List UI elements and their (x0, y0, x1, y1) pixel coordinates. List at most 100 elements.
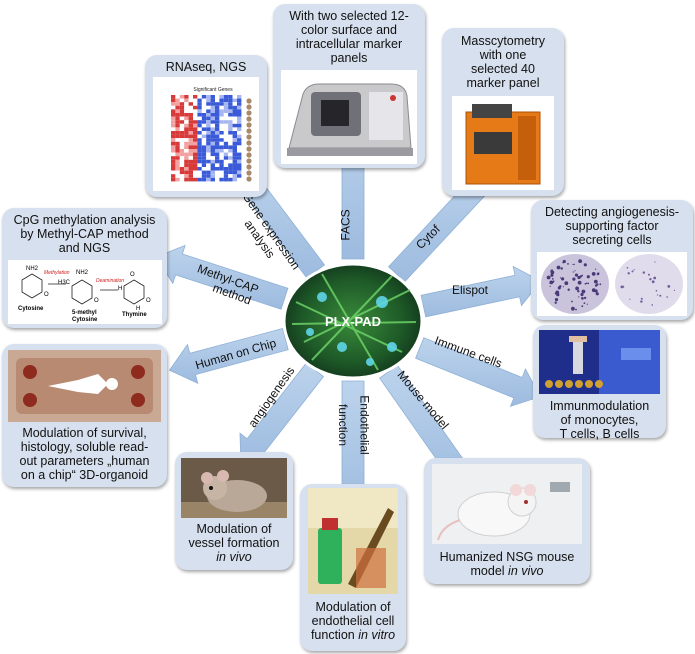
heatmap-cell (237, 138, 242, 142)
heatmap-cell (228, 102, 233, 106)
angio-factor-text: Detecting angiogenesis- supporting facto… (533, 205, 691, 247)
heatmap-cell (219, 116, 224, 121)
heatmap-cell (237, 134, 242, 139)
heatmap-cell (210, 174, 215, 178)
elispot-spot (549, 285, 551, 287)
elispot-spot (629, 298, 631, 300)
heatmap-cell (175, 98, 180, 103)
endo-line-3-pre: function (310, 628, 359, 642)
heatmap-cell (223, 98, 229, 103)
heatmap-cell (223, 152, 229, 157)
chip-image (8, 350, 161, 422)
panel-endo: Modulation of endothelial cell function … (300, 484, 406, 651)
elispot-spot (575, 308, 577, 311)
heatmap-cell (210, 98, 215, 103)
heatmap-cell (232, 138, 237, 142)
elispot-spot (580, 261, 582, 263)
angio-factor-line-3: secreting cells (572, 233, 652, 247)
heatmap-cell (237, 120, 242, 124)
heatmap-cell (188, 167, 193, 171)
heatmap-cell (237, 152, 242, 157)
heatmap-cell (219, 170, 224, 175)
heatmap-cell (219, 159, 224, 164)
heatmap-cell (197, 156, 202, 160)
heatmap-cell (188, 174, 193, 178)
heatmap-cell (228, 159, 233, 164)
heatmap-cell (215, 134, 220, 139)
angio-factor-line-1: Detecting angiogenesis- (544, 205, 680, 219)
elispot-spot (561, 277, 565, 281)
heatmap-cell (201, 156, 207, 160)
heatmap-cell (237, 98, 242, 103)
heatmap-cell (219, 109, 224, 113)
heatmap-dot (246, 158, 252, 164)
elispot-spot (572, 271, 574, 273)
heatmap-cell (201, 141, 207, 146)
heatmap-cell (184, 145, 189, 149)
cpg-o-d: O (146, 298, 151, 304)
heatmap-cell (232, 123, 237, 128)
vessel-text: Modulation of vessel formation in vivo (177, 522, 291, 564)
elispot-spot (622, 285, 625, 288)
heatmap-cell (184, 131, 189, 135)
heatmap-cell (197, 102, 202, 106)
cpg-label-deamination: Deamination (96, 278, 124, 284)
heatmap-cell (223, 105, 229, 110)
heatmap-cell (223, 149, 229, 153)
heatmap-cell (228, 138, 233, 142)
heatmap-cell (184, 156, 189, 160)
heatmap-cell (179, 174, 185, 178)
elispot-spot (587, 282, 590, 285)
heatmap-cell (215, 170, 220, 175)
heatmap-cell (232, 116, 237, 121)
panel-nsg: Humanized NSG mouse model in vivo (424, 458, 590, 584)
heatmap-cell (197, 98, 202, 103)
heatmap-cell (215, 109, 220, 113)
heatmap-cell (171, 95, 176, 99)
heatmap-dot (246, 98, 252, 104)
heatmap-cell (188, 152, 193, 157)
angio-factor-line-2: supporting factor (565, 219, 659, 233)
heatmap-cell (237, 174, 242, 178)
heatmap-cell (179, 149, 185, 153)
heatmap-cell (210, 163, 215, 167)
heatmap-cell (175, 109, 180, 113)
heatmap-cell (228, 174, 233, 178)
cpg-h-b: H (136, 306, 140, 312)
heatmap-cell (232, 109, 237, 113)
heatmap-cell (171, 152, 176, 157)
heatmap-cell (175, 159, 180, 164)
vessel-line-3: in vivo (216, 550, 252, 564)
heatmap-cell (223, 113, 229, 117)
heatmap-cell (206, 145, 211, 149)
heatmap-cell (197, 141, 202, 146)
heatmap-cell (188, 156, 193, 160)
heatmap-cell (175, 105, 180, 110)
heatmap-cell (210, 131, 215, 135)
elispot-spot (593, 279, 598, 284)
heatmap-cell (197, 174, 202, 178)
heatmap-cell (188, 141, 193, 146)
elispot-spot (551, 278, 554, 280)
heatmap-cell (237, 149, 242, 153)
cpg-label-methylation: Methylation (44, 270, 70, 276)
heatmap-cell (232, 159, 237, 164)
heatmap-cell (237, 145, 242, 149)
cpg-text: CpG methylation analysis by Methyl-CAP m… (4, 213, 165, 255)
heatmap-cell (237, 109, 242, 113)
elispot-spot (653, 276, 657, 280)
heatmap-cell (184, 98, 189, 103)
heatmap-cell (219, 102, 224, 106)
heatmap-cell (223, 127, 229, 131)
heatmap-cell (223, 138, 229, 142)
heatmap-cell (188, 134, 193, 139)
heatmap-cell (223, 141, 229, 146)
heatmap-cell (237, 159, 242, 164)
heatmap-cell (188, 170, 193, 175)
heatmap-cell (171, 170, 176, 175)
heatmap-cell (232, 156, 237, 160)
heatmap-cell (193, 163, 198, 167)
heatmap-cell (175, 167, 180, 171)
elispot-spot (550, 270, 552, 272)
